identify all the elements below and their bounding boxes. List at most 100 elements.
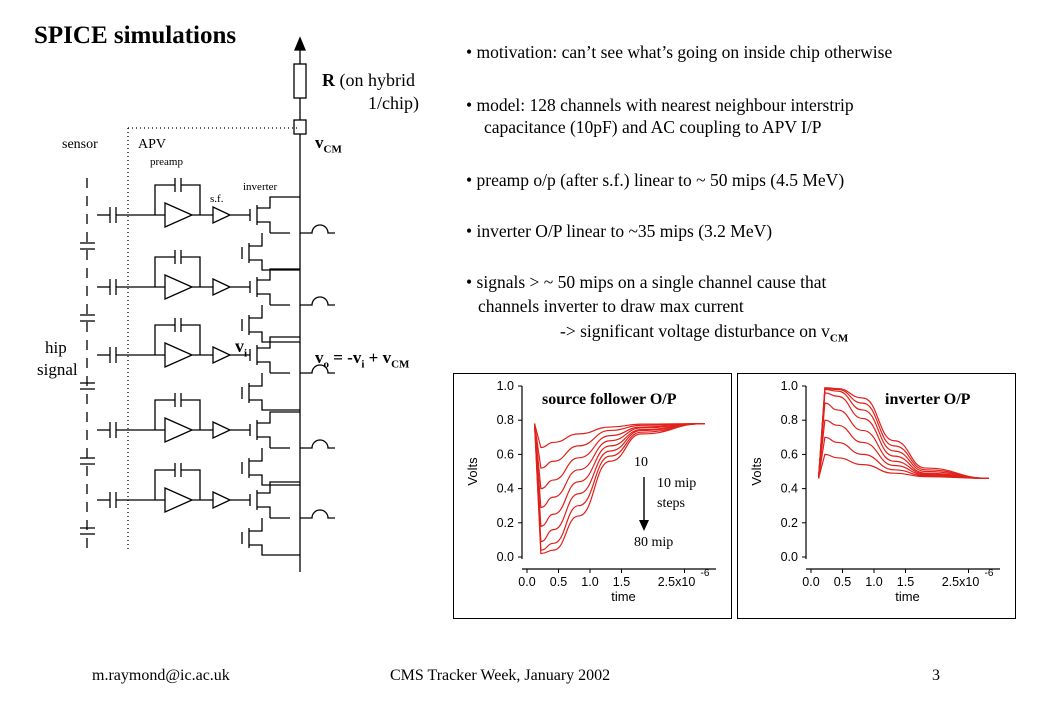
annotation-start: 10 bbox=[634, 455, 648, 470]
inverter-transistor bbox=[249, 481, 300, 518]
series-line-2 bbox=[817, 436, 989, 479]
x-exponent: -6 bbox=[985, 568, 994, 579]
bullet-signals-cont: channels inverter to draw max current bbox=[478, 296, 744, 316]
y-tick-label: 0.4 bbox=[497, 482, 514, 496]
x-tick-label-last: 2.5x10 bbox=[658, 575, 696, 589]
bullet-preamp: • preamp o/p (after s.f.) linear to ~ 50… bbox=[466, 170, 845, 190]
chart-title: inverter O/P bbox=[885, 391, 971, 408]
sf-triangle bbox=[212, 205, 232, 225]
x-tick-label: 0.0 bbox=[518, 575, 535, 589]
output-wire bbox=[270, 509, 335, 519]
series-line-4 bbox=[533, 423, 705, 509]
bullet-model-cont: capacitance (10pF) and AC coupling to AP… bbox=[484, 117, 822, 137]
feedback-wire bbox=[154, 469, 201, 500]
sf-label: s.f. bbox=[210, 193, 224, 205]
y-tick-label: 0.4 bbox=[781, 482, 798, 496]
feedback-wire bbox=[154, 256, 201, 287]
y-tick-label: 0.6 bbox=[497, 447, 514, 461]
y-tick-label: 0.0 bbox=[497, 550, 514, 564]
feedback-wire bbox=[154, 399, 201, 430]
series-line-8 bbox=[533, 423, 705, 555]
series-line-8 bbox=[817, 387, 989, 479]
sf-triangle bbox=[212, 490, 232, 510]
y-tick-label: 0.2 bbox=[497, 516, 514, 530]
series-line-6 bbox=[817, 388, 989, 479]
load-transistor bbox=[241, 373, 300, 411]
y-tick-label: 0.6 bbox=[781, 447, 798, 461]
x-tick-label: 1.5 bbox=[897, 575, 914, 589]
preamp-label: preamp bbox=[150, 156, 183, 168]
y-tick-label: 1.0 bbox=[497, 379, 514, 393]
annotation-end: 80 mip bbox=[634, 535, 673, 550]
preamp-triangle bbox=[164, 341, 194, 369]
output-wire bbox=[270, 364, 335, 374]
supply-arrow bbox=[294, 36, 306, 51]
vo-equation: vo = -vi + vCM bbox=[315, 348, 410, 371]
footer-email: m.raymond@ic.ac.uk bbox=[92, 667, 230, 684]
feedback-wire bbox=[154, 184, 201, 215]
output-wire bbox=[270, 224, 335, 234]
y-tick-label: 1.0 bbox=[781, 379, 798, 393]
bullet-signals: • signals > ~ 50 mips on a single channe… bbox=[466, 272, 827, 292]
annotation-steps: steps bbox=[657, 496, 685, 511]
y-axis-label: Volts bbox=[465, 457, 480, 486]
x-axis-label: time bbox=[895, 589, 920, 604]
output-wire bbox=[270, 296, 335, 306]
inverter-transistor bbox=[249, 268, 300, 305]
x-axis-label: time bbox=[611, 589, 636, 604]
inverter-transistor bbox=[249, 336, 300, 373]
series-line-3 bbox=[533, 423, 705, 490]
sensor-label: sensor bbox=[62, 137, 98, 152]
x-exponent: -6 bbox=[701, 568, 710, 579]
load-transistor bbox=[241, 305, 300, 343]
x-tick-label-last: 2.5x10 bbox=[942, 575, 980, 589]
bullet-motivation: • motivation: can’t see what’s going on … bbox=[466, 42, 893, 62]
preamp-triangle bbox=[164, 201, 194, 229]
resistor-symbol bbox=[293, 63, 307, 99]
series-line-4 bbox=[817, 402, 989, 479]
y-tick-label: 0.8 bbox=[497, 413, 514, 427]
preamp-triangle bbox=[164, 416, 194, 444]
signal-label: signal bbox=[37, 360, 78, 379]
load-transistor bbox=[241, 518, 300, 556]
bullet-model: • model: 128 channels with nearest neigh… bbox=[466, 95, 854, 115]
y-tick-label: 0.0 bbox=[781, 550, 798, 564]
bullet-signals-cont2: -> significant voltage disturbance on vC… bbox=[560, 321, 849, 345]
chart-title: source follower O/P bbox=[542, 391, 677, 408]
resistor-label: R (on hybrid bbox=[322, 70, 415, 90]
annotation-arrowhead bbox=[639, 520, 649, 531]
x-tick-label: 0.0 bbox=[802, 575, 819, 589]
y-tick-label: 0.2 bbox=[781, 516, 798, 530]
bond-pad bbox=[293, 119, 307, 135]
series-line-6 bbox=[533, 423, 705, 543]
apv-label: APV bbox=[138, 137, 167, 152]
series-line-5 bbox=[533, 423, 705, 527]
series-line-2 bbox=[533, 423, 705, 469]
footer-event: CMS Tracker Week, January 2002 bbox=[390, 667, 611, 684]
sf-triangle bbox=[212, 420, 232, 440]
vcm-label: vCM bbox=[315, 133, 342, 156]
x-tick-label: 1.5 bbox=[613, 575, 630, 589]
vi-label: vi bbox=[235, 336, 248, 360]
annotation-step: 10 mip bbox=[657, 476, 696, 491]
hip-label: hip bbox=[45, 338, 67, 357]
sf-triangle bbox=[212, 345, 232, 365]
load-transistor bbox=[241, 448, 300, 486]
y-axis-label: Volts bbox=[749, 457, 764, 486]
series-line-1 bbox=[817, 453, 989, 479]
series-line-7 bbox=[533, 423, 705, 551]
sf-triangle bbox=[212, 277, 232, 297]
bullet-inverter: • inverter O/P linear to ~35 mips (3.2 M… bbox=[466, 221, 773, 241]
output-wire bbox=[270, 439, 335, 449]
series-line-1 bbox=[533, 423, 705, 449]
inverter-transistor bbox=[249, 411, 300, 448]
preamp-triangle bbox=[164, 273, 194, 301]
feedback-wire bbox=[154, 324, 201, 355]
series-line-5 bbox=[817, 392, 989, 479]
circuit-diagram bbox=[80, 36, 335, 572]
series-line-7 bbox=[817, 387, 989, 479]
